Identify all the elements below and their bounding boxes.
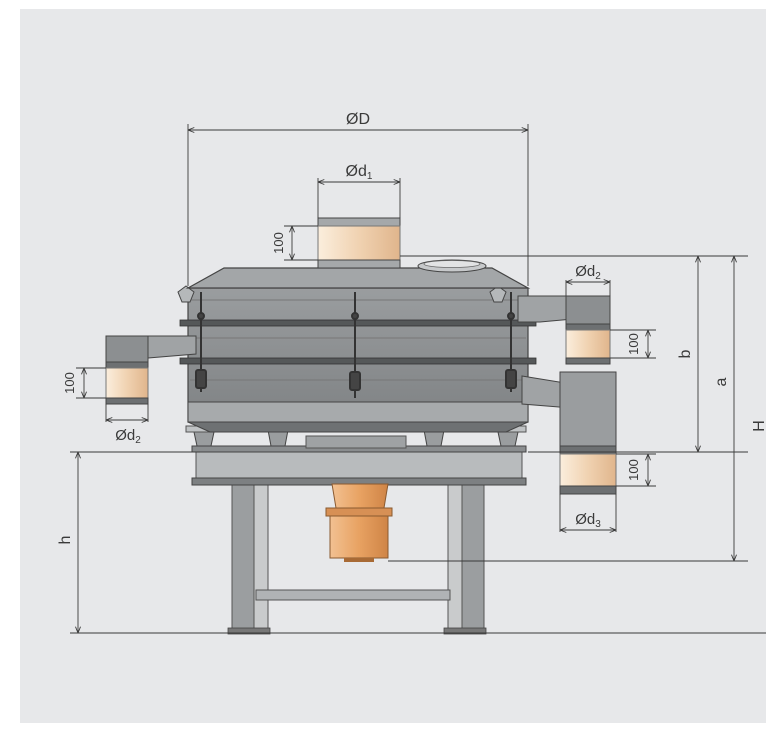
lid xyxy=(185,267,531,289)
label-b: b xyxy=(677,349,694,358)
label-d2-right: Ød2 xyxy=(575,263,601,282)
label-h: h xyxy=(57,536,74,545)
leg-right xyxy=(447,480,463,632)
clamp-ring-upper xyxy=(179,319,537,327)
base-frame xyxy=(195,448,523,482)
sieve-machine xyxy=(105,217,617,635)
inlet-flange xyxy=(317,217,401,227)
cross-beam xyxy=(255,589,451,601)
label-d2-left: Ød2 xyxy=(115,427,141,446)
spring-mounts xyxy=(193,429,519,447)
label-100-top: 100 xyxy=(271,232,286,254)
label-D: ØD xyxy=(346,111,370,128)
label-d1: Ød1 xyxy=(346,163,373,182)
label-100-left: 100 xyxy=(62,372,77,394)
clamp-ring-lower xyxy=(179,357,537,365)
outlet-funnel xyxy=(331,483,389,509)
label-100-right: 100 xyxy=(626,333,641,355)
leg-left xyxy=(231,480,255,632)
label-a: a xyxy=(713,377,730,386)
outlet-lower-right-sleeve xyxy=(559,453,617,487)
outlet-left-sleeve xyxy=(105,367,149,399)
inlet-sleeve xyxy=(317,225,401,261)
clamp-rods xyxy=(195,292,517,398)
label-H: H xyxy=(751,420,766,432)
dimension-lines xyxy=(70,124,766,634)
label-d3: Ød3 xyxy=(575,511,601,530)
outlet-upper-right-sleeve xyxy=(565,329,611,359)
label-100-bottom: 100 xyxy=(626,459,641,481)
